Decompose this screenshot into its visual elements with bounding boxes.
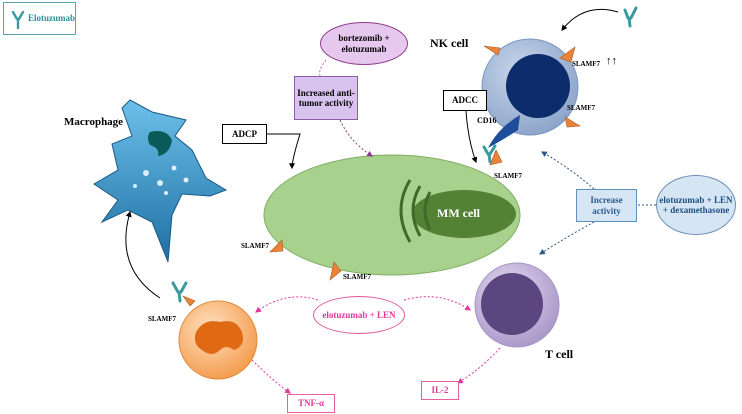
tnf-alpha-box: TNF-α bbox=[287, 394, 335, 413]
slamf7-nk-top-right bbox=[559, 46, 576, 63]
slamf7-nk-right-label: SLAMF7 bbox=[567, 104, 595, 112]
cd16-label: CD16 bbox=[477, 116, 497, 125]
macrophage-cell bbox=[93, 99, 228, 263]
upregulation-arrows: ↑↑ bbox=[606, 55, 617, 67]
bortezomib-elotuzumab-oval: bortezomib + elotuzumab bbox=[320, 22, 408, 65]
adcp-box: ADCP bbox=[222, 124, 267, 144]
nk-cell-label: NK cell bbox=[430, 36, 469, 50]
slamf7-nk-top-label: SLAMF7 bbox=[572, 60, 600, 68]
il2-box: IL-2 bbox=[421, 381, 459, 400]
slamf7-mm-top bbox=[489, 149, 503, 166]
arrow-len-to-neutrophil bbox=[255, 296, 319, 313]
increase-activity-box: Increase activity bbox=[576, 189, 637, 222]
legend-box: Elotuzumab bbox=[3, 2, 76, 35]
elotuzumab-len-oval: elotuzumab + LEN bbox=[313, 296, 405, 334]
slamf7-mm-bottom-label: SLAMF7 bbox=[343, 273, 371, 281]
macrophage-label: Macrophage bbox=[64, 116, 124, 128]
cd16-receptor bbox=[488, 115, 520, 148]
slamf7-mm-top-label: SLAMF7 bbox=[494, 172, 522, 180]
slamf7-mm-bottom bbox=[329, 261, 342, 281]
nk-cell bbox=[481, 38, 579, 148]
slamf7-nk-right bbox=[564, 116, 581, 128]
t-cell-label: T cell bbox=[545, 347, 574, 361]
slamf7-neutrophil-label: SLAMF7 bbox=[148, 315, 176, 323]
arrow-len-to-t bbox=[403, 296, 471, 311]
arrow-box-to-mm bbox=[339, 119, 374, 157]
antibody-icon bbox=[11, 11, 25, 29]
adcc-box: ADCC bbox=[443, 90, 487, 111]
increased-antitumor-box: Increased anti-tumor activity bbox=[294, 76, 358, 120]
elotuzumab-len-dex-oval: elotuzumab + LEN + dexamethasone bbox=[656, 175, 736, 235]
slamf7-mm-left bbox=[269, 239, 284, 253]
arrow-antibody-to-nk bbox=[561, 8, 619, 31]
arrow-t-to-il2 bbox=[456, 347, 501, 384]
neutrophil-cell bbox=[178, 300, 258, 380]
arrow-bort-to-box bbox=[319, 59, 327, 77]
slamf7-nk-top-left bbox=[483, 45, 501, 56]
arrow-box-to-nk bbox=[540, 151, 595, 190]
antibody-nk-top bbox=[623, 6, 638, 28]
arrow-box-to-t bbox=[538, 221, 595, 255]
mm-cell bbox=[263, 154, 521, 276]
arrow-neutrophil-to-tnf bbox=[251, 359, 291, 394]
antibody-neutrophil bbox=[171, 281, 188, 303]
mm-cell-label: MM cell bbox=[437, 206, 480, 220]
t-cell bbox=[474, 262, 560, 348]
antibody-nk-bottom bbox=[482, 144, 497, 164]
arrow-adcp-to-mm bbox=[267, 133, 301, 170]
legend-label: Elotuzumab bbox=[28, 13, 76, 24]
slamf7-mm-left-label: SLAMF7 bbox=[241, 242, 269, 250]
slamf7-neutrophil bbox=[182, 295, 196, 307]
arrow-neutrophil-to-macrophage bbox=[125, 210, 161, 299]
arrow-adcc-to-mm bbox=[465, 110, 478, 164]
